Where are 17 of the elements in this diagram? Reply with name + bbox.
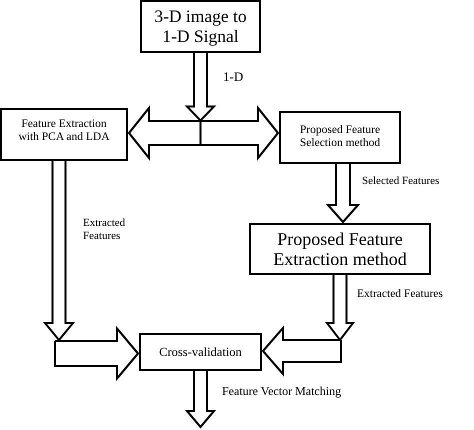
edge-label: Feature Vector Matching [222,384,342,398]
box-label: Feature Extraction with PCA and LDA [18,118,110,144]
process-box [139,333,262,371]
box-label: Proposed Feature Selection method [298,124,382,150]
block-arrow [262,274,356,377]
block-arrow [128,53,202,161]
box-label: 3-D image to 1-D Signal [154,6,248,46]
block-arrow [184,370,216,429]
block-arrow [326,163,360,224]
box-label: Cross-validation [159,345,242,359]
box-label: Proposed Feature Extraction method [272,228,408,270]
block-arrow [42,160,140,382]
process-box [0,108,128,161]
block-arrow [198,53,280,161]
process-box [279,111,401,164]
process-box [249,223,431,275]
process-box [140,0,261,53]
